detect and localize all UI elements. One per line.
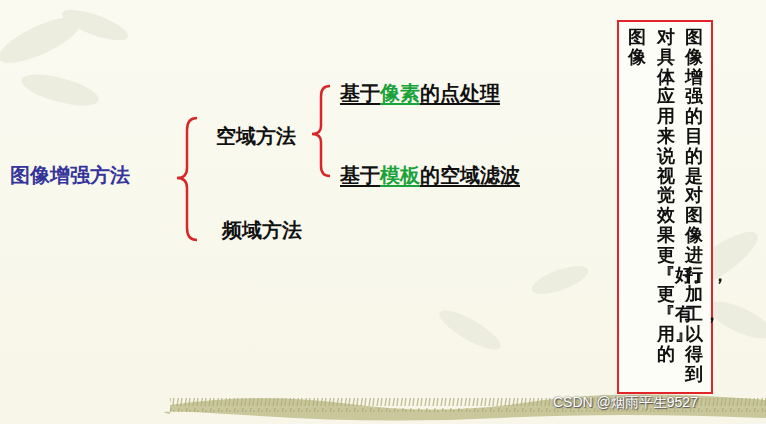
branch-label: 频域方法 [222,218,302,242]
leaf-label: 基于模板的空域滤波 [340,162,520,189]
leaf-text: 的空域滤波 [420,164,520,186]
leaf-text: 基于 [340,82,380,104]
leaf-text: 基于 [340,164,380,186]
vertical-text: 图像增强的目的是对图像进行加工，以得到对具体应用来说视觉效果更『好』，更『有用』… [628,28,703,386]
column-wrap: 图像增强的目的是对图像进行加工，以得到对具体应用来说视觉效果更『好』，更『有用』… [619,28,711,386]
watermark: CSDN @烟雨平生9527 [553,394,698,411]
highlight-word: 像素 [380,82,420,104]
root-label: 图像增强方法 [10,163,130,187]
leaf-label: 基于像素的点处理 [340,80,500,107]
highlight-word: 模板 [380,164,420,186]
note-box: 图像增强的目的是对图像进行加工，以得到对具体应用来说视觉效果更『好』，更『有用』… [617,20,713,394]
branch-label: 空域方法 [216,124,296,148]
leaf-text: 的点处理 [420,82,500,104]
